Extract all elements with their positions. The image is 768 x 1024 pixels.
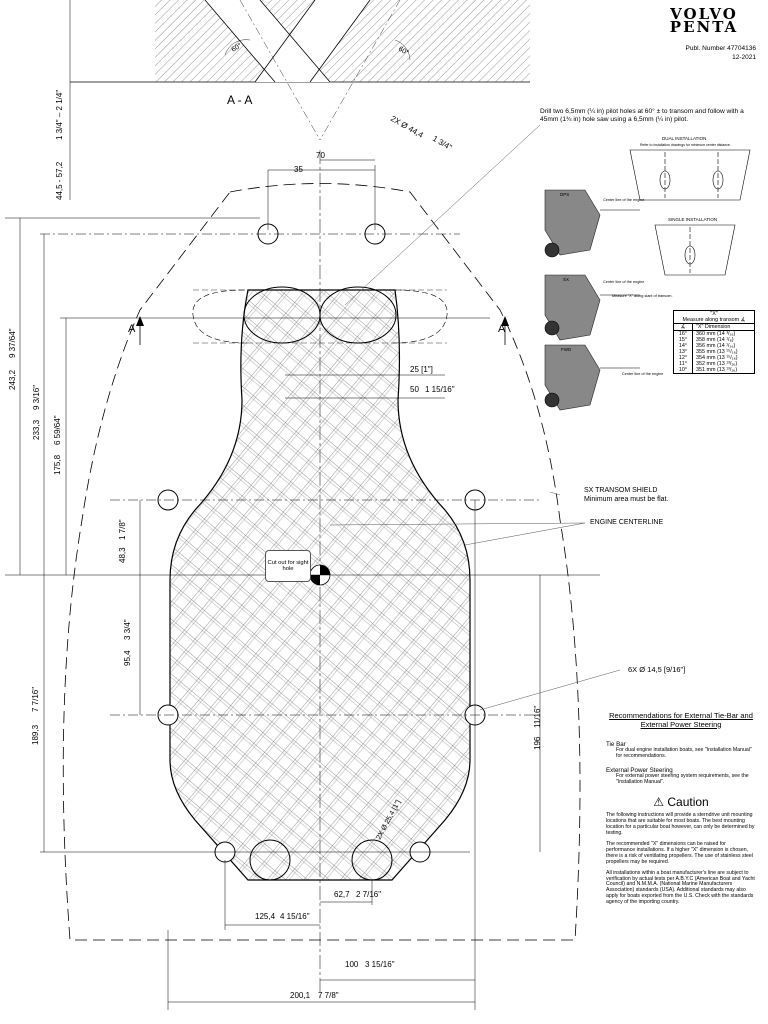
lower-hole-left (249, 839, 291, 881)
dim-48-in: 1 7/8" (118, 519, 127, 540)
tiebar-text: For dual engine installation boats, see … (616, 747, 752, 760)
dim-189-in: 7 7/16" (31, 687, 40, 712)
dim-50: 50 (410, 385, 419, 394)
dim-196-in: 11/16" (533, 706, 542, 728)
recommendations-section: Recommendations for External Tie-Bar and… (606, 711, 756, 793)
x-table-row: 15°358 mm (14 ¹/₈) (674, 337, 754, 343)
dim-189: 189,3 (31, 724, 40, 745)
label-shield-note: Minimum area must be flat. (584, 496, 668, 503)
dim-2x44: 2X Ø 44,4 (389, 114, 425, 140)
dim-125-in: 4 15/16" (280, 912, 310, 921)
x-table-row: 16°360 mm (14 ³/₁₆) (674, 331, 754, 337)
dim-233-in: 9 3/16" (32, 385, 41, 410)
caution-title: Caution (667, 795, 709, 809)
installation-inset (544, 149, 751, 411)
dim-200-in: 7 7/8" (318, 991, 339, 1000)
section-a-a-view: 60° 60° A - A (69, 0, 530, 200)
dim-44-57: 44,5 - 57,2 (55, 161, 64, 200)
recommendations-title: Recommendations for External Tie-Bar and… (609, 711, 753, 729)
inset-centerline-3: Center line of the engine (622, 372, 663, 376)
x-table-header: ∡"X" Dimension (674, 324, 754, 331)
inset-dual-note: Refer to installation drawings for minim… (640, 143, 731, 147)
dim-25: 25 [1"] (410, 365, 433, 374)
section-cut-markers: A A (128, 316, 509, 345)
dim-100-in: 3 15/16" (365, 960, 395, 969)
label-centerline: ENGINE CENTERLINE (590, 519, 663, 526)
x-table-row: 11°352 mm (13 ¹³/₁₆) (674, 361, 754, 367)
dim-243: 243,2 (8, 369, 17, 390)
pilot-hole-slots (192, 286, 448, 344)
publication-number: Publ. Number 47704136 (685, 45, 756, 52)
inset-dps: DPS (560, 192, 569, 197)
dim-196: 196 (533, 736, 542, 750)
dim-62-in: 2 7/16" (356, 890, 381, 899)
dim-70: 70 (316, 151, 325, 160)
section-label: A - A (227, 93, 252, 107)
caution-para-2: The recommended "X" dimensions can be ra… (606, 840, 753, 865)
x-table-row: 14°356 mm (14 ¹/₁₆) (674, 343, 754, 349)
x-table-row: 10°351 mm (13 ¹³/₁₆) (674, 367, 754, 373)
warning-icon: ⚠ (653, 795, 665, 809)
dim-6x: 6X Ø 14,5 [9/16"] (628, 665, 685, 674)
caution-section: ⚠ Caution The following instructions wil… (606, 795, 756, 911)
dim-48: 48,3 (118, 547, 127, 563)
dim-200: 200,1 (290, 991, 311, 1000)
dim-175: 175,8 (53, 454, 62, 475)
dim-175-in: 6 59/64" (53, 415, 62, 445)
dim-44-57-in: 1 3/4" – 2 1/4" (55, 90, 64, 140)
publication-info: Publ. Number 47704136 12-2021 (652, 44, 756, 62)
dim-35: 35 (294, 165, 303, 174)
x-table-title: "X" Measure along transom ∡ (674, 311, 754, 324)
inset-centerline-2: Center line of the engine (603, 280, 644, 284)
steering-text: For external power steering system requi… (616, 773, 749, 786)
label-shield: SX TRANSOM SHIELD (584, 487, 657, 494)
inset-fwd: FWD (561, 347, 572, 352)
publication-date: 12-2021 (732, 54, 756, 61)
inset-centerline-1: Center line of the engine (603, 198, 644, 202)
caution-heading: ⚠ Caution (606, 795, 756, 810)
dim-95: 95,4 (123, 650, 132, 666)
dim-62: 62,7 (334, 890, 350, 899)
inset-dual-title: DUAL INSTALLATION (662, 136, 706, 141)
transom-shield-outline (62, 183, 581, 941)
horizontal-dimension-lines (168, 901, 475, 1003)
caution-para-1: The following instructions will provide … (606, 811, 755, 836)
x-table-row: 13°355 mm (13 ¹⁵/₁₆) (674, 349, 754, 355)
dim-95-in: 3 3/4" (123, 619, 132, 640)
steering-heading: External Power Steering (606, 767, 673, 775)
dim-125: 125,4 (255, 912, 276, 921)
cut-marker-right: A (498, 323, 506, 335)
dim-100: 100 (345, 960, 359, 969)
inset-single-title: SINGLE INSTALLATION (668, 217, 717, 222)
inset-measure-x: Measure "X" along slant of transom. (612, 294, 673, 298)
dim-50-in: 1 15/16" (425, 385, 455, 394)
cut-marker-left: A (128, 323, 136, 335)
dim-233: 233,3 (32, 419, 41, 440)
volvo-penta-logo: VOLVO PENTA (669, 5, 739, 36)
dim-243-in: 9 37/64" (8, 328, 17, 358)
inset-sx: SX (563, 277, 569, 282)
vertical-dimension-lines (19, 218, 541, 852)
tiebar-heading: Tie Bar (606, 741, 626, 749)
x-dimension-table: "X" Measure along transom ∡ ∡"X" Dimensi… (673, 310, 755, 374)
leader-lines (329, 124, 621, 711)
pilot-hole-instructions: Drill two 6,5mm (¼ in) pilot holes at 60… (540, 108, 744, 123)
caution-para-3: All installations within a boat manufact… (606, 869, 755, 906)
x-table-row: 12°354 mm (13 ¹⁵/₁₆) (674, 355, 754, 361)
sight-hole-callout: Cut out for sight hole (265, 550, 311, 582)
dim-2x44-in: 1 3/4" (431, 134, 454, 152)
